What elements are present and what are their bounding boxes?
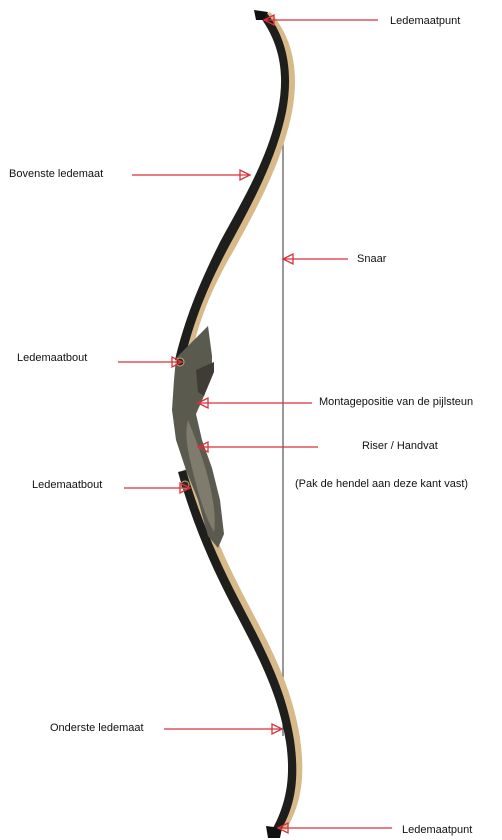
label-top-tip: Ledemaatpunt <box>390 15 460 28</box>
lower-limb <box>178 470 296 832</box>
label-upper-limb: Bovenste ledemaat <box>9 168 103 181</box>
label-limb-bolt-upper: Ledemaatbout <box>17 352 87 365</box>
upper-limb <box>175 12 289 362</box>
label-riser-note: (Pak de hendel aan deze kant vast) <box>295 478 468 491</box>
label-bottom-tip: Ledemaatpunt <box>402 824 472 837</box>
label-lower-limb: Onderste ledemaat <box>50 722 144 735</box>
pointer-lines <box>118 15 392 833</box>
label-arrow-rest: Montagepositie van de pijlsteun <box>319 396 473 409</box>
label-riser: Riser / Handvat <box>362 440 438 453</box>
label-limb-bolt-lower: Ledemaatbout <box>32 479 102 492</box>
label-string: Snaar <box>357 253 386 266</box>
